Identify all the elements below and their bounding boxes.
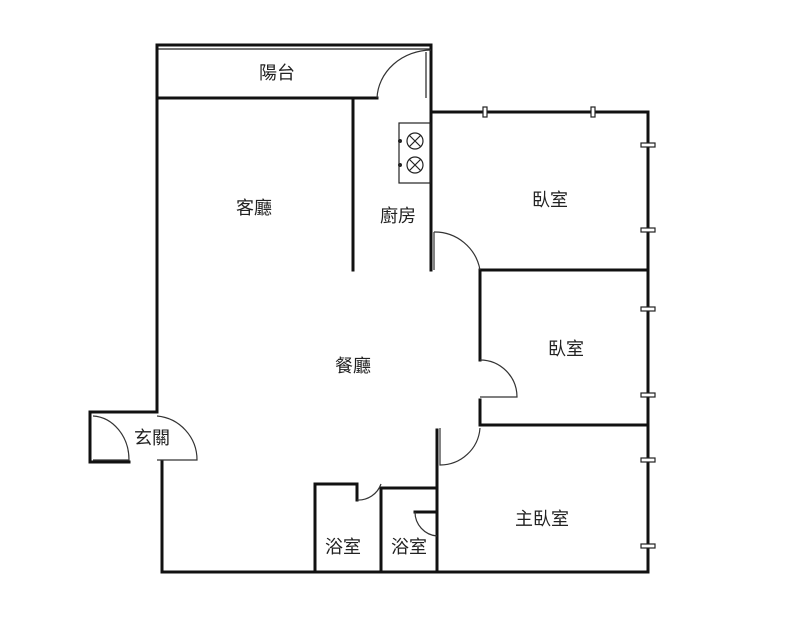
label-dining-room: 餐廳 (335, 356, 371, 377)
bathroom1-wall (313, 482, 359, 574)
walls (88, 43, 650, 574)
windows (482, 106, 656, 549)
balcony-door-swing (376, 49, 432, 99)
label-living-room: 客廳 (236, 198, 272, 219)
label-entrance: 玄關 (134, 428, 170, 449)
bottom-wall (160, 460, 650, 574)
bathroom2-door-jamb (413, 486, 439, 514)
entrance-main-door (156, 415, 198, 461)
bedroom2-bottom-wall (478, 398, 650, 427)
bedroom2-door-swing (479, 359, 518, 398)
bathroom1-door-swing (356, 483, 382, 501)
entrance-box (88, 410, 131, 464)
window-marker (640, 227, 656, 233)
label-master-bedroom: 主臥室 (515, 509, 569, 530)
room-labels: 陽台 客廳 廚房 臥室 臥室 餐廳 玄關 浴室 浴室 主臥室 (134, 63, 584, 558)
window-marker (482, 106, 488, 118)
window-marker (590, 106, 596, 118)
label-bathroom-2: 浴室 (391, 537, 427, 558)
stove-icon (398, 122, 431, 184)
bathroom2-door-swing (414, 511, 438, 537)
bedroom1-door-swing (433, 231, 481, 271)
window-marker (640, 306, 656, 312)
label-balcony: 陽台 (259, 63, 295, 84)
window-marker (640, 457, 656, 463)
label-kitchen: 廚房 (380, 205, 416, 227)
window-marker (640, 543, 656, 549)
master-door-swing (439, 427, 481, 466)
label-bedroom-1: 臥室 (532, 190, 568, 211)
doors (92, 49, 518, 537)
label-bathroom-1: 浴室 (325, 537, 361, 558)
entrance-inner-door (92, 415, 130, 461)
window-marker (640, 142, 656, 148)
label-bedroom-2: 臥室 (548, 339, 584, 360)
window-marker (640, 392, 656, 398)
bathroom2-wall (379, 486, 439, 574)
